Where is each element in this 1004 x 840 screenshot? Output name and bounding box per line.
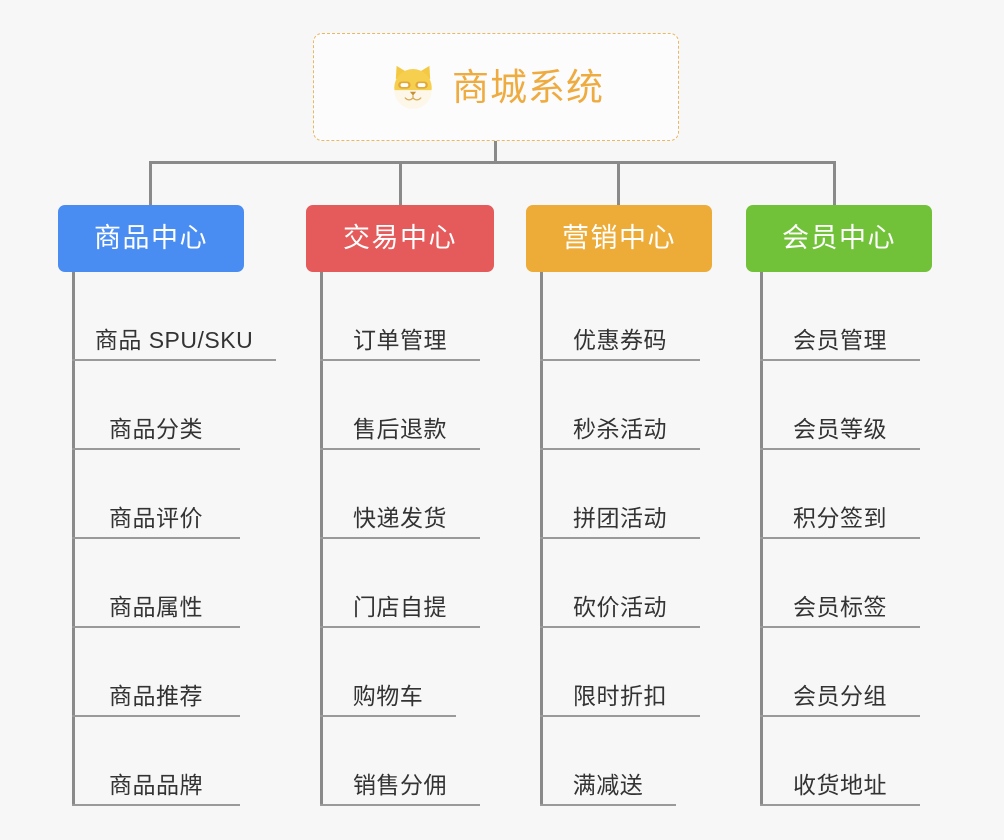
leaf-item[interactable]: 会员管理 (760, 272, 920, 361)
leaf-label: 满减送 (572, 771, 644, 798)
leaf-item[interactable]: 会员等级 (760, 361, 920, 450)
leaf-item[interactable]: 商品品牌 (72, 717, 240, 806)
leaf-label: 商品评价 (109, 504, 203, 531)
leaf-label: 积分签到 (793, 504, 887, 531)
leaf-item[interactable]: 商品分类 (72, 361, 240, 450)
connector-horizontal-bus (149, 161, 835, 164)
leaf-item[interactable]: 销售分佣 (320, 717, 480, 806)
leaf-item[interactable]: 会员分组 (760, 628, 920, 717)
root-node[interactable]: 商城系统 (313, 33, 679, 141)
column-spine-2 (320, 272, 323, 806)
column-spine-1 (72, 272, 75, 806)
leaf-item[interactable]: 优惠券码 (540, 272, 700, 361)
leaf-label: 商品推荐 (109, 682, 203, 709)
leaf-label: 售后退款 (353, 415, 447, 442)
leaf-item[interactable]: 拼团活动 (540, 450, 700, 539)
category-box-4[interactable]: 会员中心 (746, 205, 932, 272)
leaf-item[interactable]: 商品评价 (72, 450, 240, 539)
leaf-label: 限时折扣 (573, 682, 667, 709)
leaf-label: 销售分佣 (353, 771, 447, 798)
leaf-label: 商品品牌 (109, 771, 203, 798)
category-label-4: 会员中心 (782, 223, 896, 253)
connector-root-stem (494, 141, 497, 163)
connector-drop-2 (399, 161, 402, 207)
leaf-item[interactable]: 订单管理 (320, 272, 480, 361)
leaf-item[interactable]: 商品属性 (72, 539, 240, 628)
category-box-1[interactable]: 商品中心 (58, 205, 244, 272)
category-label-2: 交易中心 (343, 223, 457, 253)
leaf-item[interactable]: 售后退款 (320, 361, 480, 450)
leaf-item[interactable]: 满减送 (540, 717, 676, 806)
leaf-label: 门店自提 (353, 593, 447, 620)
leaf-item[interactable]: 商品 SPU/SKU (72, 272, 276, 361)
leaf-label: 会员管理 (793, 326, 887, 353)
connector-drop-3 (617, 161, 620, 207)
leaf-label: 会员等级 (793, 415, 887, 442)
leaf-label: 会员标签 (793, 593, 887, 620)
leaf-label: 快递发货 (353, 504, 447, 531)
leaf-item[interactable]: 快递发货 (320, 450, 480, 539)
shiba-dog-face-icon (394, 65, 432, 109)
leaf-label: 秒杀活动 (573, 415, 667, 442)
root-title: 商城系统 (452, 66, 604, 108)
leaf-label: 订单管理 (353, 326, 447, 353)
leaf-label: 优惠券码 (573, 326, 667, 353)
category-box-2[interactable]: 交易中心 (306, 205, 494, 272)
connector-drop-4 (833, 161, 836, 207)
column-spine-4 (760, 272, 763, 806)
leaf-item[interactable]: 秒杀活动 (540, 361, 700, 450)
leaf-label: 砍价活动 (573, 593, 667, 620)
leaf-item[interactable]: 会员标签 (760, 539, 920, 628)
category-box-3[interactable]: 营销中心 (526, 205, 712, 272)
leaf-label: 购物车 (352, 682, 424, 709)
leaf-item[interactable]: 收货地址 (760, 717, 920, 806)
leaf-label: 商品属性 (109, 593, 203, 620)
leaf-item[interactable]: 商品推荐 (72, 628, 240, 717)
connector-drop-1 (149, 161, 152, 207)
leaf-label: 拼团活动 (573, 504, 667, 531)
column-spine-3 (540, 272, 543, 806)
leaf-item[interactable]: 砍价活动 (540, 539, 700, 628)
leaf-item[interactable]: 积分签到 (760, 450, 920, 539)
leaf-label: 商品 SPU/SKU (94, 326, 254, 353)
leaf-label: 商品分类 (109, 415, 203, 442)
leaf-label: 会员分组 (793, 682, 887, 709)
category-label-3: 营销中心 (562, 223, 676, 253)
leaf-label: 收货地址 (793, 771, 887, 798)
category-label-1: 商品中心 (94, 223, 208, 253)
leaf-item[interactable]: 购物车 (320, 628, 456, 717)
leaf-item[interactable]: 门店自提 (320, 539, 480, 628)
leaf-item[interactable]: 限时折扣 (540, 628, 700, 717)
